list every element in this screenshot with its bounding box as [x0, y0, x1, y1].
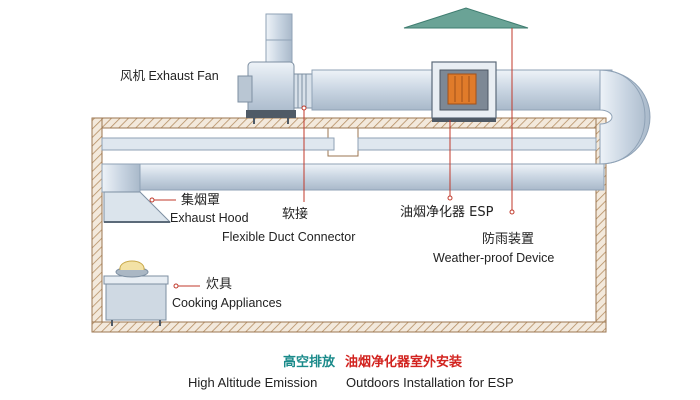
flexible-connector: [293, 73, 313, 109]
label-flexible-connector-en: Flexible Duct Connector: [222, 230, 356, 244]
label-flexible-connector-zh: 软接: [282, 207, 309, 222]
exhaust-hood: [101, 163, 172, 223]
esp-unit: [431, 61, 497, 122]
weather-proof-cap: [403, 7, 529, 70]
u-bend-duct: [599, 69, 651, 165]
roof-slab: [91, 117, 607, 129]
leader-lines: [149, 70, 515, 289]
label-weather-proof-en: Weather-proof Device: [433, 251, 555, 265]
caption-left-zh: 高空排放: [283, 355, 336, 370]
label-exhaust-fan: 风机 Exhaust Fan: [120, 69, 219, 83]
cooking-appliance: [103, 260, 169, 326]
left-wall: [91, 117, 103, 331]
label-exhaust-hood-en: Exhaust Hood: [170, 211, 249, 225]
label-weather-proof-zh: 防雨装置: [482, 232, 535, 247]
label-cooking-en: Cooking Appliances: [172, 296, 282, 310]
lower-duct: [101, 137, 605, 191]
building-walls: [91, 117, 607, 333]
floor-slab: [91, 321, 607, 333]
caption-left-en: High Altitude Emission: [188, 375, 318, 390]
exhaust-fan: [237, 61, 296, 124]
caption-right-zh: 油烟净化器室外安装: [345, 355, 463, 370]
label-esp: 油烟净化器 ESP: [400, 205, 494, 220]
caption-right-en: Outdoors Installation for ESP: [346, 375, 514, 390]
label-cooking-zh: 炊具: [206, 277, 233, 292]
label-exhaust-hood-zh: 集烟罩: [181, 193, 221, 208]
